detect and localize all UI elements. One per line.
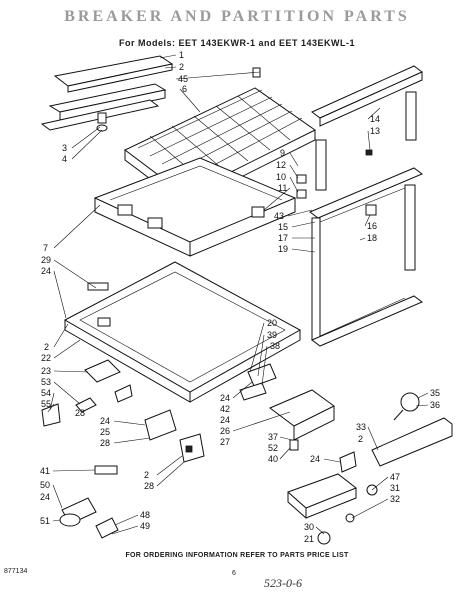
callout-28-bottom: 28 [144, 481, 154, 491]
callout-45: 45 [178, 74, 188, 84]
callout-24-mid: 24 [220, 393, 230, 403]
callout-28-lower: 28 [100, 438, 110, 448]
callout-38: 38 [270, 341, 280, 351]
callout-27: 27 [220, 437, 230, 447]
lower-panel-part [63, 261, 302, 403]
callout-26: 26 [220, 426, 230, 436]
callout-16: 16 [367, 221, 377, 231]
callout-12: 12 [276, 160, 286, 170]
callout-42: 42 [220, 404, 230, 414]
callout-2: 2 [179, 62, 184, 72]
callout-36: 36 [430, 400, 440, 410]
callout-10: 10 [276, 172, 286, 182]
breaker-tray-part [93, 157, 297, 257]
callout-52: 52 [268, 443, 278, 453]
callout-25: 25 [100, 427, 110, 437]
callout-31: 31 [390, 483, 400, 493]
page-title: BREAKER AND PARTITION PARTS [64, 8, 410, 25]
callout-49: 49 [140, 521, 150, 531]
callout-1: 1 [179, 50, 184, 60]
callout-41: 41 [40, 466, 50, 476]
callout-24-mid2: 24 [220, 415, 230, 425]
callout-24-left: 24 [41, 266, 51, 276]
callout-28-left: 28 [75, 408, 85, 418]
callout-50: 50 [40, 480, 50, 490]
callout-18: 18 [367, 233, 377, 243]
callout-3: 3 [62, 143, 67, 153]
callout-13: 13 [370, 126, 380, 136]
callout-24-bottom: 24 [40, 492, 50, 502]
page-number: 6 [232, 570, 236, 577]
ordering-note: FOR ORDERING INFORMATION REFER TO PARTS … [125, 552, 349, 559]
callout-19: 19 [278, 244, 288, 254]
callout-30: 30 [304, 522, 314, 532]
callout-2-left: 2 [44, 342, 49, 352]
callout-24-right: 24 [310, 454, 320, 464]
knob-part [393, 392, 420, 421]
handwritten-note: 523-0-6 [264, 576, 302, 590]
control-box-part [287, 451, 378, 545]
callout-53: 53 [41, 377, 51, 387]
callout-6: 6 [182, 84, 187, 94]
callout-37: 37 [268, 432, 278, 442]
callout-9: 9 [280, 148, 285, 158]
callout-23: 23 [41, 366, 51, 376]
callout-47: 47 [390, 472, 400, 482]
control-housing-part [239, 363, 335, 451]
callout-22: 22 [41, 353, 51, 363]
callout-4: 4 [62, 154, 67, 164]
callout-11: 11 [278, 183, 287, 193]
center-bracket-part [144, 409, 205, 463]
callout-2-lower: 2 [144, 470, 149, 480]
callout-43: 43 [274, 211, 284, 221]
hinge-bracket-parts [41, 359, 133, 427]
callout-20: 20 [267, 318, 277, 328]
callout-15: 15 [278, 222, 288, 232]
clip-parts [251, 149, 373, 218]
callout-54: 54 [41, 388, 51, 398]
trim-handle-part [371, 417, 453, 467]
callout-32: 32 [390, 494, 400, 504]
callout-21: 21 [304, 534, 314, 544]
callout-7: 7 [43, 243, 48, 253]
partition-frame-part [309, 65, 423, 347]
callout-17: 17 [278, 233, 288, 243]
callout-24-lower: 24 [100, 416, 110, 426]
callout-33: 33 [356, 422, 366, 432]
callout-35: 35 [430, 388, 440, 398]
wiring-harness-part [59, 465, 119, 539]
callout-2-right: 2 [358, 434, 363, 444]
trim-strip-part [40, 55, 174, 132]
callout-29: 29 [41, 255, 51, 265]
callout-39: 39 [267, 330, 277, 340]
leader-lines [47, 54, 429, 535]
callout-55: 55 [41, 399, 51, 409]
callout-14: 14 [370, 114, 380, 124]
callout-48: 48 [140, 510, 150, 520]
callout-51: 51 [40, 516, 50, 526]
drawing-code: 877134 [4, 568, 28, 575]
model-numbers: For Models: EET 143EKWR-1 and EET 143EKW… [118, 38, 356, 48]
callout-40: 40 [268, 454, 278, 464]
